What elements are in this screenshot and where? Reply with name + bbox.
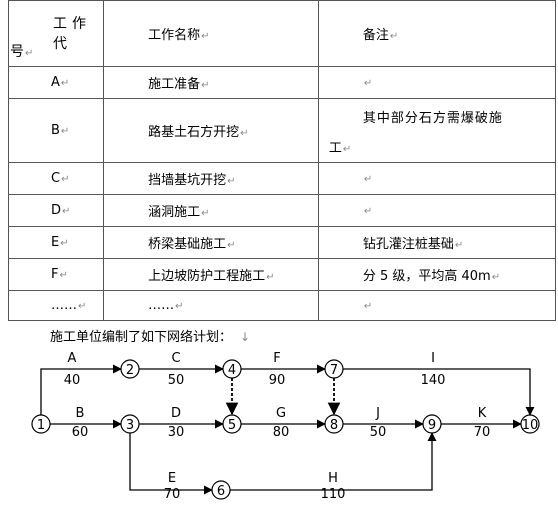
node-label-3: 3 <box>126 418 134 433</box>
node-circle-1 <box>31 414 51 434</box>
row-code: B↵ <box>7 98 105 163</box>
row-code: F↵ <box>7 258 105 291</box>
table-row: D↵ 涵洞施工↵ ↵ <box>7 194 557 227</box>
node-label-10: 10 <box>522 418 539 433</box>
activity-duration-c: 50 <box>168 373 185 388</box>
activity-duration-e: 70 <box>164 487 181 502</box>
row-code: ……↵ <box>7 290 105 321</box>
activity-name-d: D <box>171 406 181 421</box>
row-note: ↵ <box>317 66 557 99</box>
table-row: ……↵ ……↵ ↵ <box>7 290 557 321</box>
activity-duration-d: 30 <box>168 425 185 440</box>
work-table: 工作代 号↵ 工作名称↵ 备注↵ A↵ 施工准备↵ ↵ B↵ 路基土石方开挖↵ … <box>7 0 557 321</box>
node-circle-9 <box>422 414 442 434</box>
activity-duration-a: 40 <box>64 373 81 388</box>
row-name: 施工准备↵ <box>103 66 319 99</box>
node-label-7: 7 <box>330 363 338 378</box>
activity-duration-g: 80 <box>273 425 290 440</box>
node-circle-3 <box>120 414 140 434</box>
activity-duration-k: 70 <box>474 425 491 440</box>
header-note: 备注↵ <box>317 0 557 67</box>
table-row: A↵ 施工准备↵ ↵ <box>7 66 557 99</box>
row-note-line1: 其中部分石方需爆破施 <box>362 111 503 126</box>
row-name: 桥梁基础施工↵ <box>103 226 319 259</box>
arrow-h <box>230 432 437 491</box>
activity-duration-f: 90 <box>269 373 286 388</box>
activity-name-a: A <box>68 351 77 366</box>
node-label-5: 5 <box>228 418 236 433</box>
activity-name-h: H <box>328 471 338 486</box>
node-circle-2 <box>120 359 140 379</box>
network-caption: 施工单位编制了如下网络计划：↓ <box>50 330 251 345</box>
node-circle-10 <box>520 414 540 434</box>
activity-duration-i: 140 <box>421 373 446 388</box>
node-label-9: 9 <box>428 418 436 433</box>
arrow-a <box>40 364 122 415</box>
node-label-1: 1 <box>37 418 45 433</box>
arrow-e <box>129 433 213 495</box>
node-circle-6 <box>211 480 231 500</box>
row-name: 挡墙基坑开挖↵ <box>103 162 319 195</box>
activity-duration-b: 60 <box>72 425 89 440</box>
header-code-part2: 号↵ <box>10 44 34 60</box>
row-code: D↵ <box>7 194 105 227</box>
activity-name-e: E <box>168 471 176 486</box>
row-note: ↵ <box>317 290 557 321</box>
row-name: 上边坡防护工程施工↵ <box>103 258 319 291</box>
node-label-4: 4 <box>228 363 236 378</box>
activity-name-j: J <box>375 406 380 421</box>
node-circle-4 <box>222 359 242 379</box>
arrow-i <box>343 368 535 416</box>
node-label-2: 2 <box>126 363 134 378</box>
header-code-part1: 工作代 <box>53 16 91 52</box>
node-circle-5 <box>222 414 242 434</box>
row-code: A↵ <box>7 66 105 99</box>
table-row: F↵ 上边坡防护工程施工↵ 分 5 级，平均高 40m↵ <box>7 258 557 291</box>
header-name: 工作名称↵ <box>103 0 319 67</box>
row-note: 钻孔灌注桩基础↵ <box>317 226 557 259</box>
row-note: 其中部分石方需爆破施 工↵ <box>317 98 557 163</box>
node-label-8: 8 <box>330 418 338 433</box>
activity-name-c: C <box>171 351 180 366</box>
row-code: C↵ <box>7 162 105 195</box>
network-nodes: 1 2 3 4 5 6 7 8 9 10 <box>31 359 540 500</box>
row-name: 涵洞施工↵ <box>103 194 319 227</box>
activity-name-i: I <box>431 351 435 366</box>
table-row: C↵ 挡墙基坑开挖↵ ↵ <box>7 162 557 195</box>
activity-name-g: G <box>276 406 286 421</box>
table-row: E↵ 桥梁基础施工↵ 钻孔灌注桩基础↵ <box>7 226 557 259</box>
node-circle-7 <box>324 359 344 379</box>
network-edges <box>40 364 535 495</box>
header-code: 工作代 号↵ <box>7 0 105 67</box>
row-name: ……↵ <box>103 290 319 321</box>
node-label-6: 6 <box>217 484 225 499</box>
row-code: E↵ <box>7 226 105 259</box>
activity-name-b: B <box>76 406 85 421</box>
node-circle-8 <box>324 414 344 434</box>
row-note: ↵ <box>317 194 557 227</box>
activity-name-k: K <box>478 406 487 421</box>
table-row: B↵ 路基土石方开挖↵ 其中部分石方需爆破施 工↵ <box>7 98 557 163</box>
row-name: 路基土石方开挖↵ <box>103 98 319 163</box>
row-note: 分 5 级，平均高 40m↵ <box>317 258 557 291</box>
activity-duration-j: 50 <box>370 425 387 440</box>
activity-name-f: F <box>273 351 280 366</box>
row-note: ↵ <box>317 162 557 195</box>
activity-duration-h: 110 <box>321 487 346 502</box>
row-note-line2: 工↵ <box>328 141 352 156</box>
table-header-row: 工作代 号↵ 工作名称↵ 备注↵ <box>7 0 557 67</box>
